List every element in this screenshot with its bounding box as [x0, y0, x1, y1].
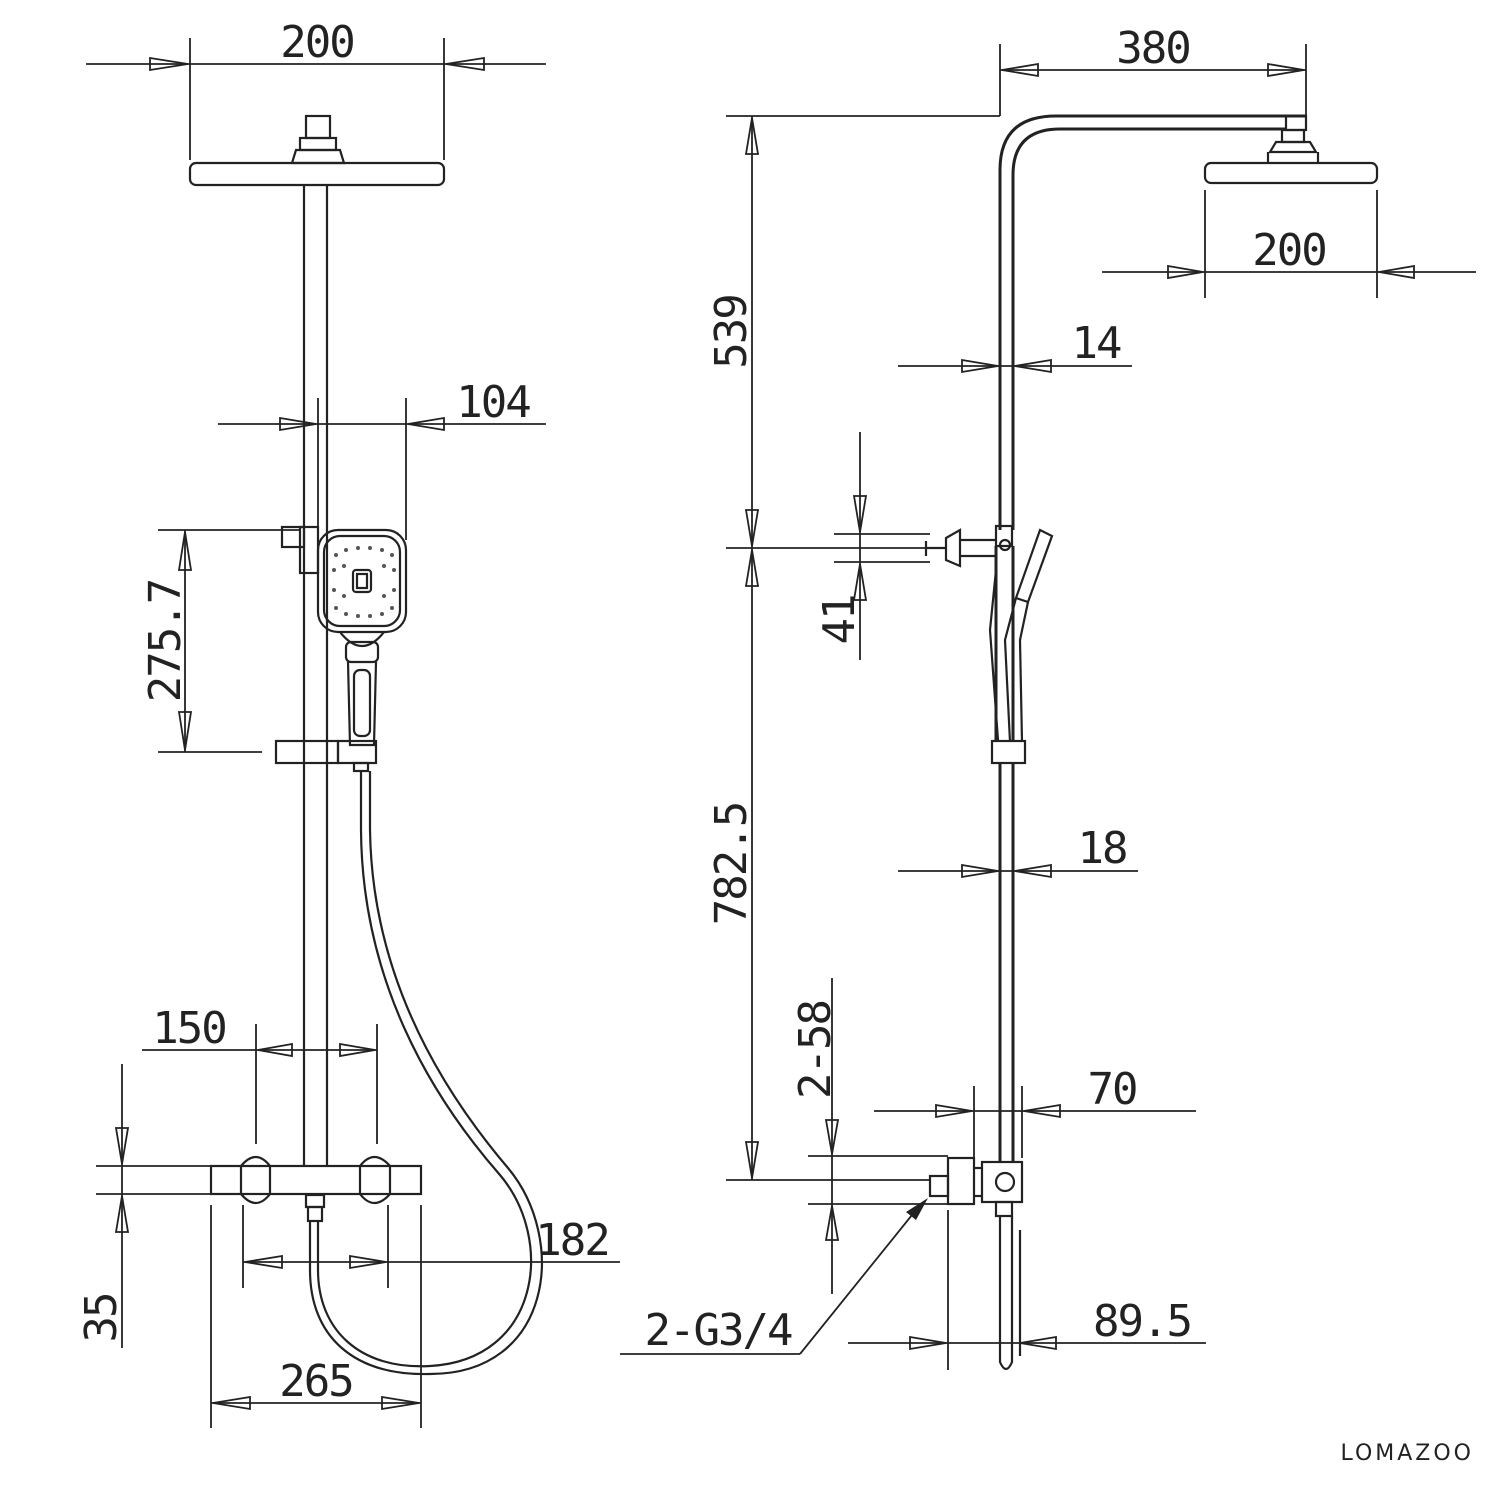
- front-dim-body-inner: 182: [242, 1205, 620, 1288]
- hand-shower: [316, 528, 408, 747]
- side-dim-heights: 539 782.5: [706, 115, 1000, 1181]
- dim-label-handheld-height: 275.7: [140, 580, 191, 702]
- side-dim-inlet-depth: 70: [874, 1064, 1196, 1158]
- brand-logo: LOMAZOO: [1340, 1441, 1474, 1466]
- right-handle: [358, 1155, 392, 1205]
- front-dim-head-width: 200: [86, 17, 546, 160]
- dim-label-inlet-spacing: 150: [152, 1003, 225, 1054]
- dim-label-head-width: 200: [280, 17, 353, 68]
- dim-label-inlet-size: 2-58: [790, 1001, 841, 1099]
- dim-label-bracket: 41: [814, 596, 865, 645]
- dim-label-lower-height: 782.5: [706, 803, 757, 925]
- side-riser-arm-outer: [998, 114, 1306, 530]
- side-dim-wall-distance: 89.5: [848, 1210, 1206, 1370]
- leader-label-connection: 2-G3/4: [645, 1305, 792, 1356]
- side-shower-head: [1203, 161, 1379, 185]
- front-head-connector: [304, 114, 332, 140]
- side-hose: [998, 1216, 1014, 1371]
- front-shower-head: [188, 161, 446, 187]
- left-handle: [239, 1155, 272, 1205]
- dim-label-body-length: 265: [279, 1356, 352, 1407]
- dim-label-side-head-width: 200: [1252, 225, 1325, 276]
- dim-label-arm-projection: 380: [1116, 23, 1189, 74]
- side-view: 380 200 539 782.5 14: [620, 23, 1476, 1371]
- dim-label-upper-pipe: 14: [1072, 318, 1121, 369]
- slide-bracket: [274, 739, 340, 765]
- side-dim-upper-pipe: 14: [898, 318, 1132, 374]
- dim-label-upper-height: 539: [706, 295, 757, 368]
- front-dim-inlet-spacing: 150: [142, 1003, 378, 1144]
- side-slide-bracket: [990, 739, 1027, 765]
- front-dim-handheld-offset: 104: [218, 377, 546, 540]
- mixer-body: [209, 1164, 423, 1196]
- dim-label-wall-distance: 89.5: [1093, 1296, 1191, 1347]
- front-dim-body-length: 265: [210, 1205, 422, 1428]
- side-leader-connection: 2-G3/4: [620, 1198, 928, 1356]
- outlet-nut: [304, 1193, 326, 1209]
- front-view: 200 104 275.7 150: [76, 17, 620, 1428]
- side-mixer-body: [980, 1160, 1024, 1204]
- side-dim-bracket: 41: [814, 432, 930, 660]
- dim-label-body-inner: 182: [535, 1215, 608, 1266]
- dim-label-body-height: 35: [76, 1294, 127, 1343]
- dim-label-inlet-depth: 70: [1088, 1064, 1137, 1115]
- front-dim-handheld-height: 275.7: [140, 529, 300, 753]
- side-dim-arm-projection: 380: [999, 23, 1307, 116]
- side-dim-head-width: 200: [1102, 190, 1476, 298]
- front-dim-body-height: 35: [76, 1064, 211, 1348]
- side-hand-shower-head: [1014, 528, 1054, 604]
- dim-label-handheld-offset: 104: [456, 377, 530, 428]
- front-hose: [316, 771, 533, 1368]
- side-riser-arm-inner: [1011, 127, 1286, 530]
- dim-label-lower-pipe: 18: [1078, 823, 1127, 874]
- side-dim-lower-pipe: 18: [898, 823, 1138, 879]
- side-dim-inlet-size: 2-58: [790, 978, 948, 1294]
